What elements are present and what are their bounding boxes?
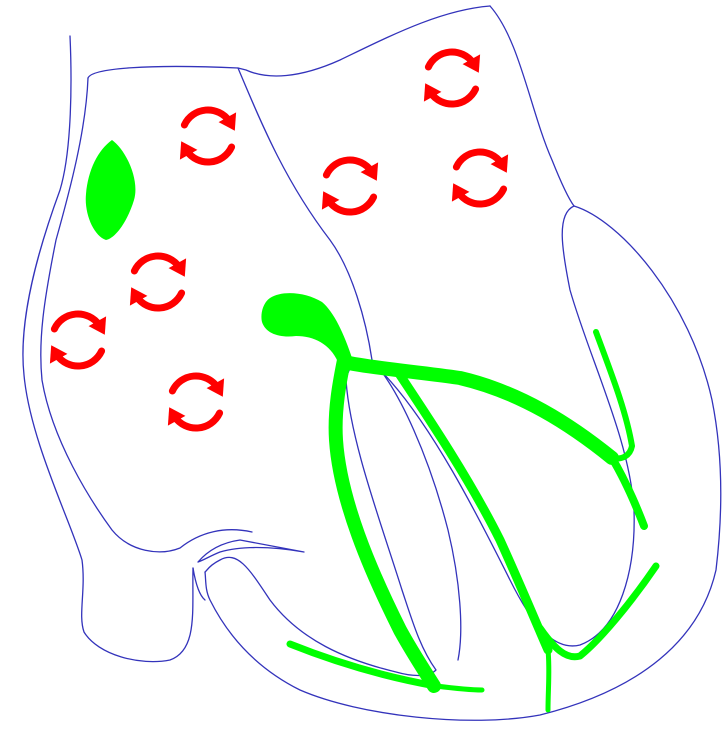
circular-arrows-icon bbox=[322, 160, 378, 212]
left-atrium-wall bbox=[490, 6, 574, 206]
circular-arrows-icon bbox=[452, 152, 508, 204]
valve-flap bbox=[198, 540, 304, 562]
upper-purkinje-fiber bbox=[596, 332, 632, 459]
left-anterior-fascicle bbox=[398, 372, 548, 650]
circular-arrows-icon bbox=[168, 376, 224, 428]
circular-arrows-icon bbox=[424, 52, 480, 104]
circular-arrows-icon bbox=[180, 110, 236, 162]
sa-node bbox=[86, 140, 136, 240]
circular-arrows-icon bbox=[130, 256, 186, 308]
vena-cava-outer-wall bbox=[23, 36, 193, 662]
left-fascicle-lower bbox=[548, 650, 549, 710]
circular-arrows-icon bbox=[50, 314, 106, 366]
av-node bbox=[261, 293, 352, 362]
conduction-system bbox=[86, 140, 656, 710]
right-purkinje-tail bbox=[436, 686, 482, 690]
right-ventricle-floor bbox=[193, 568, 205, 600]
apex-purkinje-fibers bbox=[540, 566, 656, 657]
left-ventricle-inner-wall bbox=[346, 206, 634, 646]
ventricle-outer-wall bbox=[205, 206, 721, 720]
